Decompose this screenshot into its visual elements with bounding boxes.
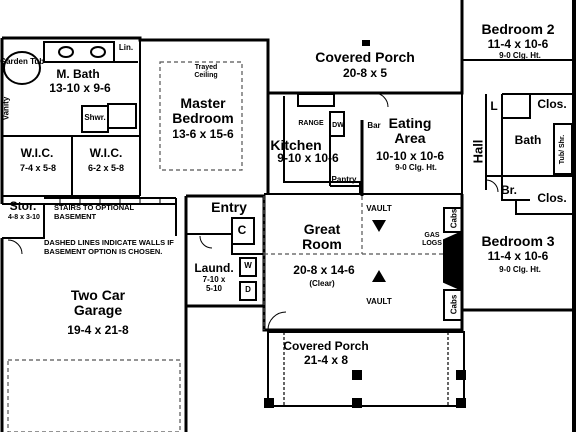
- shower-label: Shwr.: [84, 113, 106, 122]
- great-room-clear: (Clear): [309, 279, 335, 288]
- dryer-label: D: [245, 285, 251, 294]
- kitchen-name: Kitchen: [270, 137, 322, 153]
- bedroom2-dim: 11-4 x 10-6: [487, 37, 549, 51]
- garage-name: Two Car Garage: [70, 287, 126, 319]
- bath-label: Bath: [514, 133, 542, 147]
- range-label: RANGE: [298, 120, 324, 127]
- cabs-bottom-label: Cabs: [449, 294, 459, 315]
- covered-porch-bottom-name: Covered Porch: [283, 339, 369, 353]
- cabs-top-label: Cabs: [449, 208, 459, 229]
- wic2-dim: 6-2 x 5-8: [87, 163, 125, 173]
- closet1-label: Clos.: [537, 97, 567, 111]
- dashed-lines-note: DASHED LINES INDICATE WALLS IF BASEMENT …: [44, 238, 174, 257]
- master-bedroom-name: Master Bedroom: [172, 95, 234, 127]
- tub-shower-label: Tub/ Shr.: [559, 134, 567, 165]
- coat-closet-label: C: [237, 223, 247, 237]
- storage-dim: 4-8 x 3-10: [8, 214, 40, 221]
- hall-label: Hall: [470, 139, 486, 164]
- linen2-label: L: [490, 99, 498, 113]
- washer-label: W: [244, 261, 252, 270]
- bedroom3-dim: 11-4 x 10-6: [487, 249, 549, 263]
- gas-logs-label: GAS LOGS: [422, 232, 442, 247]
- storage-name: Stor.: [9, 199, 37, 213]
- linen-label: Lin.: [118, 43, 134, 52]
- master-bedroom-dim: 13-6 x 15-6: [172, 127, 234, 141]
- covered-porch-top-dim: 20-8 x 5: [342, 66, 388, 80]
- laundry-name: Laund.: [194, 261, 234, 275]
- wic2-name: W.I.C.: [89, 146, 123, 160]
- eating-area-dim: 10-10 x 10-6: [375, 149, 445, 163]
- wic1-name: W.I.C.: [20, 146, 54, 160]
- garage-dim: 19-4 x 21-8: [67, 323, 129, 337]
- stairs-note: STAIRS TO OPTIONAL BASEMENT: [54, 203, 135, 222]
- m-bath-name: M. Bath: [56, 67, 100, 81]
- great-room-name: Great Room: [302, 221, 342, 253]
- eating-area-name: Eating Area: [388, 115, 432, 147]
- trayed-ceiling-label: Trayed Ceiling: [194, 64, 218, 79]
- wic1-dim: 7-4 x 5-8: [19, 163, 57, 173]
- closet2-label: Clos.: [537, 191, 567, 205]
- covered-porch-bottom-dim: 21-4 x 8: [303, 353, 349, 367]
- great-room-dim: 20-8 x 14-6: [293, 263, 355, 277]
- m-bath-dim: 13-10 x 9-6: [49, 81, 111, 95]
- vault-top-label: VAULT: [366, 204, 392, 213]
- pantry-label: Pantry: [331, 175, 357, 184]
- entry-label: Entry: [211, 199, 247, 215]
- vault-bottom-label: VAULT: [366, 297, 392, 306]
- laundry-dim: 7-10 x 5-10: [202, 275, 226, 293]
- vanity-label: Vanity: [1, 96, 11, 121]
- bedroom3-name: Bedroom 3: [481, 233, 555, 249]
- bedroom2-ceiling: 9-0 Clg. Ht.: [499, 51, 541, 60]
- dishwasher-label: DW: [332, 122, 344, 129]
- kitchen-dim: 9-10 x 10-6: [277, 151, 339, 165]
- bedroom3-ceiling: 9-0 Clg. Ht.: [499, 265, 541, 274]
- covered-porch-top-name: Covered Porch: [315, 49, 415, 65]
- bar-label: Bar: [367, 121, 381, 130]
- garden-tub-label: Garden Tub: [0, 57, 45, 66]
- broom-closet-label: Br.: [500, 183, 518, 197]
- bedroom2-name: Bedroom 2: [481, 21, 555, 37]
- eating-area-ceiling: 9-0 Clg. Ht.: [395, 163, 437, 172]
